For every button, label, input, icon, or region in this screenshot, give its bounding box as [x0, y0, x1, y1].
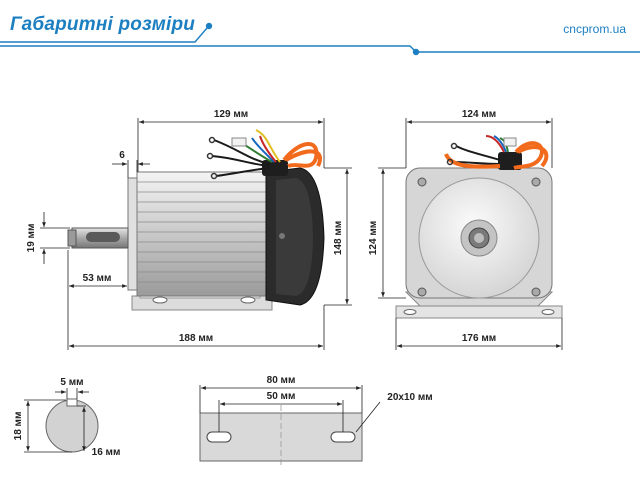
dim-body-length: 129 мм	[214, 109, 248, 120]
front-view-dimensions	[378, 118, 563, 350]
motor-front-view	[395, 135, 563, 319]
dim-key-depth: 16 мм	[92, 447, 121, 458]
dim-plate-length: 80 мм	[267, 375, 296, 386]
dim-front-height: 124 мм	[368, 221, 379, 255]
base-plate-dimensions	[199, 385, 381, 433]
dim-shaft-key-diameter: 18 мм	[13, 412, 24, 441]
dim-slot-size: 20х10 мм	[387, 392, 432, 403]
side-view-dimensions	[40, 118, 352, 350]
brand-link[interactable]: cncprom.ua	[563, 22, 626, 36]
dim-overall-length: 188 мм	[179, 333, 213, 344]
shaft-section-dimensions	[24, 388, 89, 453]
dim-flange-offset: 6	[119, 150, 125, 161]
dim-base-width: 176 мм	[462, 333, 496, 344]
base-plate-view	[199, 405, 363, 468]
header-decor	[0, 22, 640, 56]
page-title: Габаритні розміри	[10, 14, 196, 35]
dim-key-width: 5 мм	[60, 377, 83, 388]
dim-height: 148 мм	[333, 221, 344, 255]
dim-slot-spacing: 50 мм	[267, 391, 296, 402]
motor-side-view	[67, 129, 325, 311]
dim-front-width: 124 мм	[462, 109, 496, 120]
shaft-section-view	[45, 398, 99, 453]
dim-shaft-diameter: 19 мм	[26, 224, 37, 253]
dim-shaft-length: 53 мм	[83, 273, 112, 284]
